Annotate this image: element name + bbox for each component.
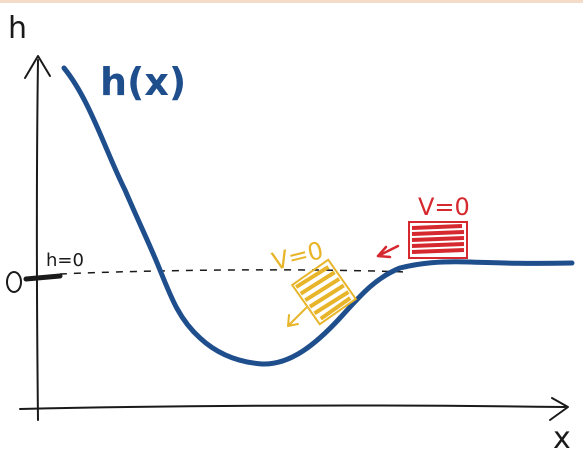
- yellow-block: [290, 258, 358, 326]
- zero-level-line: [59, 269, 406, 275]
- x-axis-arrow: [549, 397, 569, 421]
- zero-level-label: h=0: [46, 250, 84, 271]
- origin-label: O: [0, 0, 1, 1]
- y-axis-label: h: [8, 11, 27, 46]
- curve-label: h(x): [100, 60, 186, 104]
- x-axis: [19, 404, 566, 410]
- y-axis: [35, 59, 39, 421]
- origin-tick: [23, 273, 63, 282]
- red-velocity-label: V=0: [418, 193, 470, 221]
- red-arrow: [376, 244, 400, 259]
- height-curve: [61, 65, 575, 367]
- origin-circle: [6, 271, 22, 293]
- top-strip: [0, 0, 583, 3]
- red-block: [408, 221, 468, 259]
- yellow-arrow: [287, 307, 307, 327]
- x-axis-label: x: [553, 421, 571, 456]
- y-axis-arrow: [24, 55, 51, 79]
